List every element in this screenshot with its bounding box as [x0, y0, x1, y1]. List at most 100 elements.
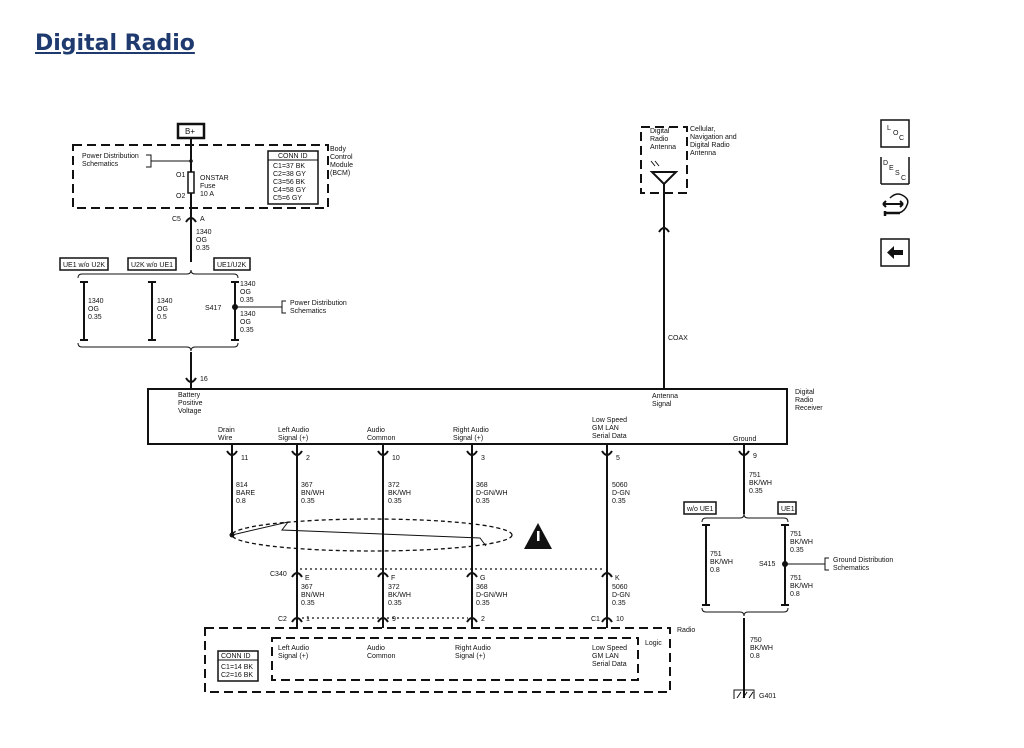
label-line: Fuse — [200, 183, 216, 190]
label-line: GM LAN — [592, 425, 619, 432]
label-line: 0.35 — [749, 488, 763, 495]
label-line: Power Distribution — [82, 153, 139, 160]
b-plus-label: B+ — [185, 127, 195, 136]
svg-text:CONN ID: CONN ID — [278, 153, 308, 160]
svg-text:D: D — [883, 160, 888, 167]
label-line: BK/WH — [749, 480, 772, 487]
svg-text:E: E — [305, 575, 310, 582]
label-line: Voltage — [178, 408, 201, 415]
svg-text:UE1/U2K: UE1/U2K — [217, 262, 247, 269]
label-line: Navigation and — [690, 134, 737, 141]
label-line: 751 — [790, 531, 802, 538]
connector-repair-icon[interactable] — [882, 193, 909, 216]
label-line: BARE — [236, 490, 255, 497]
label-line: Signal (+) — [455, 653, 485, 660]
digital-radio-receiver — [147, 388, 788, 445]
shield-ellipse — [231, 518, 513, 552]
warning-icon[interactable] — [524, 523, 552, 549]
loc-icon[interactable]: L O C — [880, 119, 910, 148]
coax-label: COAX — [668, 335, 688, 342]
label-line: Serial Data — [592, 433, 627, 440]
svg-text:9: 9 — [753, 453, 757, 460]
label-line: Battery — [178, 392, 201, 399]
label-line: (BCM) — [330, 170, 350, 177]
label-line: BK/WH — [790, 539, 813, 546]
fuse-icon — [187, 171, 195, 194]
svg-text:E: E — [889, 165, 894, 172]
connector-c5-pin: A — [200, 216, 205, 223]
splice-s415-label: S415 — [759, 561, 775, 568]
label-line: Common — [367, 653, 396, 660]
label-line: 750 — [750, 637, 762, 644]
label-line: 0.35 — [476, 498, 490, 505]
radio-pin: 10 — [616, 616, 624, 623]
label-line: 0.35 — [240, 297, 254, 304]
logic-box — [271, 637, 639, 681]
label-line: OG — [240, 289, 251, 296]
label-line: Left Audio — [278, 427, 309, 434]
radio-pin: 1 — [306, 616, 310, 623]
label-line: Signal (+) — [278, 653, 308, 660]
label-line: Schematics — [82, 161, 119, 168]
connector-c1: C1 — [591, 616, 600, 623]
label-line: 5060 — [612, 482, 628, 489]
svg-text:K: K — [615, 575, 620, 582]
back-arrow-icon[interactable] — [880, 238, 910, 267]
label-line: Common — [367, 435, 396, 442]
label-line: Right Audio — [455, 645, 491, 652]
logic-label: Logic — [645, 640, 662, 647]
label-line: OG — [157, 306, 168, 313]
label-line: C5=6 GY — [273, 195, 302, 202]
label-line: Audio — [367, 427, 385, 434]
label-line: Control — [330, 154, 353, 161]
bcm-box — [72, 144, 329, 209]
connector-c2: C2 — [278, 616, 287, 623]
label-line: Antenna — [652, 393, 678, 400]
label-line: D-GN — [612, 490, 630, 497]
label-line: D-GN/WH — [476, 592, 508, 599]
desc-icon[interactable]: D E S C — [880, 157, 910, 185]
option-boxes-ground: w/o UE1 UE1 — [683, 501, 797, 515]
label-line: Power Distribution — [290, 300, 347, 307]
svg-text:11: 11 — [241, 455, 248, 462]
label-line: C1=14 BK — [221, 664, 253, 671]
label-line: Ground Distribution — [833, 557, 893, 564]
label-line: 5060 — [612, 584, 628, 591]
svg-text:Ground: Ground — [733, 436, 756, 443]
svg-text:S: S — [895, 170, 900, 177]
label-line: Low Speed — [592, 645, 627, 652]
label-line: C2=38 GY — [273, 171, 306, 178]
label-line: Digital Radio — [690, 142, 730, 149]
svg-text:C: C — [899, 135, 904, 142]
label-line: 0.35 — [196, 245, 210, 252]
label-line: GM LAN — [592, 653, 619, 660]
svg-text:U2K w/o UE1: U2K w/o UE1 — [131, 262, 173, 269]
option-boxes-top: UE1 w/o U2K U2K w/o UE1 UE1/U2K — [59, 257, 251, 271]
label-line: ONSTAR — [200, 175, 229, 182]
label-line: Right Audio — [453, 427, 489, 434]
label-line: BK/WH — [388, 592, 411, 599]
label-line: 1340 — [240, 281, 256, 288]
